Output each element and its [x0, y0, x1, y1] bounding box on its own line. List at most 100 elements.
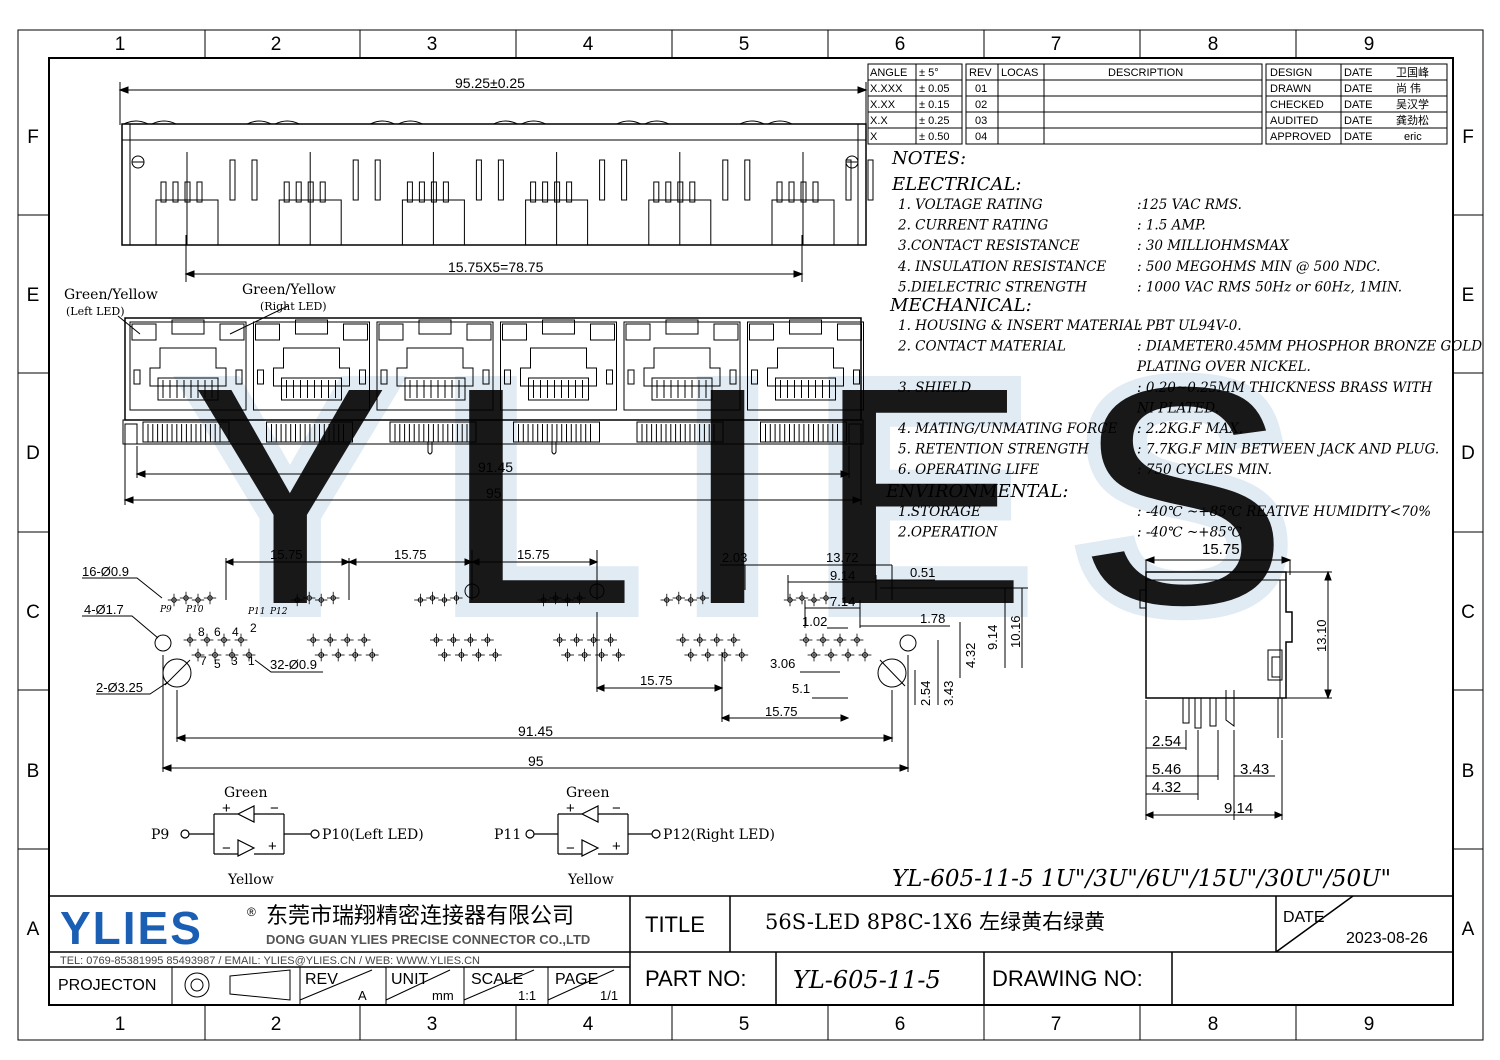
- dim-3-06: 3.06: [770, 656, 795, 671]
- logo-registered-mark: ®: [247, 905, 256, 919]
- front-port-latch: [418, 319, 452, 335]
- col-label: 6: [895, 1014, 906, 1035]
- col-label: 7: [1051, 34, 1062, 55]
- hole-label-16: 16-Ø0.9: [82, 564, 129, 579]
- front-port-jack: [520, 347, 597, 387]
- approval-name-1: 尚 伟: [1396, 81, 1421, 95]
- front-boss: [551, 442, 557, 455]
- top-port-slot: [497, 159, 504, 201]
- front-port-contacts: [528, 377, 589, 401]
- front-port-led-left: [625, 323, 651, 341]
- front-port-frame: [747, 321, 864, 411]
- top-port-slot: [845, 159, 852, 201]
- top-port-pin: [160, 181, 167, 203]
- top-port-led: [616, 120, 670, 125]
- scale-value: 1:1: [518, 988, 536, 1003]
- notes-item-value: NI PLATED.: [1136, 400, 1219, 416]
- front-port-led-right: [713, 323, 739, 341]
- row-label: A: [27, 919, 40, 940]
- side-dim-5-46: 5.46: [1152, 761, 1181, 778]
- side-height-dim: 13.10: [1314, 619, 1329, 652]
- pcb-dim-outer: 95: [528, 753, 544, 769]
- led-left-plus-top: +: [222, 800, 231, 817]
- front-port-side-tab: [751, 369, 758, 385]
- col-label: 9: [1364, 34, 1375, 55]
- tol-value-0: ± 5°: [919, 67, 939, 79]
- dim-9-14-v: 9.14: [985, 625, 1000, 650]
- top-port-led: [370, 120, 423, 125]
- top-port-slot: [251, 159, 258, 201]
- led-left-sub: (Left LED): [66, 305, 125, 318]
- front-port-led-right: [219, 323, 245, 341]
- pin-2: 2: [250, 621, 257, 635]
- top-port-led: [123, 120, 177, 125]
- front-port-latch: [542, 319, 575, 335]
- front-port-side-tab: [359, 369, 366, 385]
- row-label: C: [26, 602, 40, 623]
- col-label: 8: [1208, 1014, 1219, 1035]
- side-view: [1139, 556, 1332, 820]
- front-end-tab: [848, 423, 862, 445]
- front-port-led-left: [502, 323, 527, 341]
- front-view-ports: [129, 319, 864, 411]
- notes-item-label: 1. HOUSING & INSERT MATERIAL: [898, 318, 1143, 334]
- notes-item-value: : -40℃ ~+85℃ REATIVE HUMIDITY<70%: [1137, 504, 1431, 520]
- front-port-jack: [767, 347, 844, 387]
- notes-item-label: 6. OPERATING LIFE: [898, 462, 1039, 478]
- pin-5: 5: [214, 657, 221, 671]
- approval-date-4: DATE: [1344, 131, 1373, 143]
- pcb-pitch-2: 15.75: [394, 547, 427, 562]
- pin-p12: P12: [269, 607, 288, 617]
- top-port-pin: [530, 181, 537, 203]
- dim-5-1: 5.1: [792, 681, 810, 696]
- led-right-minus-top: −: [612, 800, 621, 817]
- led-right-yellow: Yellow: [567, 872, 614, 888]
- dim-1-78: 1.78: [920, 611, 945, 626]
- rev-label: REV: [305, 971, 338, 988]
- notes-item-value: : 1.5 AMP.: [1137, 218, 1206, 234]
- outer-frame: [17, 29, 1484, 1041]
- row-label: F: [1462, 127, 1474, 148]
- approval-name-2: 吴汉学: [1396, 97, 1429, 111]
- row-label: D: [26, 443, 40, 464]
- top-port-slot: [621, 159, 628, 201]
- row-label: E: [27, 285, 40, 306]
- date-label: DATE: [1283, 909, 1324, 926]
- notes-item-value: : 2.2KG.F MAX.: [1137, 421, 1243, 437]
- front-view-pins: [124, 421, 862, 455]
- front-port-led-right: [590, 323, 615, 341]
- led-right-green: Green: [566, 785, 609, 801]
- front-pin-group: [142, 421, 230, 443]
- col-label: 5: [739, 1014, 750, 1035]
- top-port-pin: [566, 181, 573, 203]
- front-port-led-right: [343, 323, 368, 341]
- notes-item-label: 2.OPERATION: [897, 525, 998, 541]
- approval-role-4: APPROVED: [1270, 131, 1331, 143]
- front-dim-inner: 91.45: [478, 459, 513, 475]
- rev-row-2: 03: [975, 115, 987, 127]
- col-label: 4: [583, 1014, 594, 1035]
- front-port-frame: [129, 321, 247, 411]
- tol-value-2: ± 0.15: [919, 99, 950, 111]
- top-pitch-dim: 15.75X5=78.75: [448, 259, 544, 275]
- top-port-pin: [665, 181, 672, 203]
- approval-name-3: 龚劲松: [1396, 113, 1429, 127]
- notes-item-value: : 30 MILLIOHMSMAX: [1137, 238, 1290, 254]
- front-port-side-tab: [235, 369, 243, 385]
- pcb-layout: [82, 550, 1028, 772]
- top-port-slot: [744, 159, 751, 201]
- title-block: [49, 895, 1453, 1005]
- top-port-led: [493, 120, 546, 125]
- tolerance-table: ANGLE ± 5° X.XXX ± 0.05 X.XX ± 0.15 X.X …: [867, 63, 963, 145]
- tol-value-1: ± 0.05: [919, 83, 950, 95]
- front-port-jack: [149, 347, 227, 387]
- part-title-line: YL-605-11-5 1U"/3U"/6U"/15U"/30U"/50U": [892, 866, 1391, 892]
- led-right-pin-in: P11: [494, 827, 521, 843]
- notes-item-label: 4. MATING/UNMATING FORCE: [897, 421, 1118, 437]
- drawing-no-label: DRAWING NO:: [992, 966, 1143, 991]
- ylies-logo: YLIES ®: [60, 902, 256, 954]
- approval-date-3: DATE: [1344, 115, 1373, 127]
- front-port-frame: [376, 321, 494, 411]
